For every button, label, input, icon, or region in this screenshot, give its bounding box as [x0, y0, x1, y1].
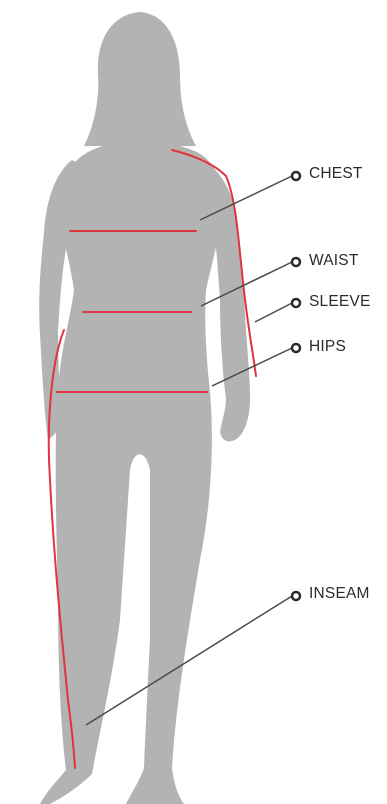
waist-leader: [201, 262, 292, 306]
hips-marker-icon: [292, 344, 300, 352]
sleeve-label: SLEEVE: [309, 293, 371, 311]
sleeve-marker-icon: [292, 299, 300, 307]
label-markers: [292, 172, 300, 600]
chest-label: CHEST: [309, 165, 363, 183]
waist-label: WAIST: [309, 252, 359, 270]
inseam-label: INSEAM: [309, 585, 370, 603]
sleeve-leader: [255, 303, 292, 322]
chest-marker-icon: [292, 172, 300, 180]
body-silhouette: [39, 12, 250, 804]
waist-marker-icon: [292, 258, 300, 266]
hips-label: HIPS: [309, 338, 346, 356]
inseam-marker-icon: [292, 592, 300, 600]
